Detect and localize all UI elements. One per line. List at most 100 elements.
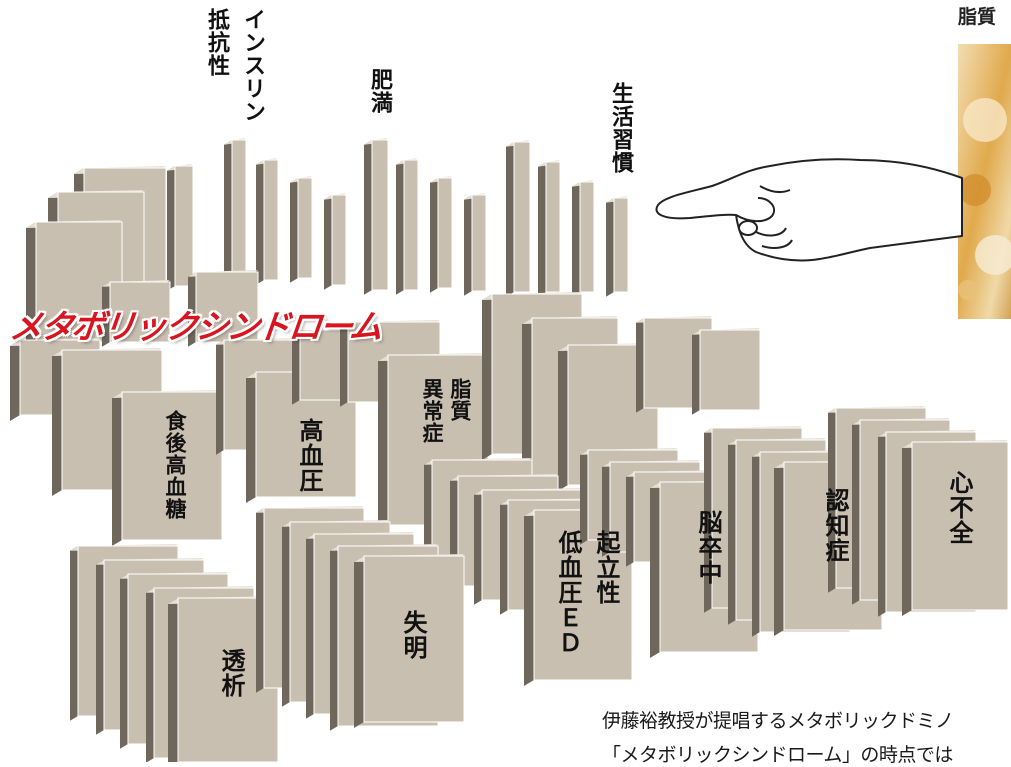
domino-side <box>558 345 568 491</box>
domino-block <box>364 138 389 295</box>
domino-side <box>636 318 644 413</box>
label-dementia: 認知症 <box>821 488 849 563</box>
domino-side <box>482 294 492 460</box>
domino-side <box>52 350 62 496</box>
domino-side <box>324 195 332 290</box>
domino-side <box>852 420 860 605</box>
domino-front <box>545 161 561 293</box>
domino-side <box>330 546 338 731</box>
domino-front <box>297 177 313 279</box>
label-obesity: 肥満 <box>367 68 392 114</box>
domino-side <box>626 472 634 567</box>
domino-side <box>188 272 196 347</box>
domino-side <box>246 372 256 503</box>
domino-block <box>324 193 347 290</box>
domino-side <box>606 198 614 297</box>
domino-front <box>363 555 465 723</box>
label-insulin-resistance-line2: インスリン <box>240 8 265 123</box>
domino-side <box>102 282 110 347</box>
domino-side <box>704 428 712 613</box>
domino-side <box>70 546 78 721</box>
domino-side <box>256 160 264 285</box>
domino-front <box>513 141 531 293</box>
domino-side <box>167 166 175 291</box>
domino-block <box>102 280 171 347</box>
domino-side <box>902 442 912 616</box>
domino-front <box>371 139 389 291</box>
photo-label: 脂質 <box>958 6 997 28</box>
domino-side <box>354 556 364 728</box>
caption-line2: 「メタボリックシンドローム」の時点では <box>602 744 953 766</box>
domino-side <box>340 322 348 407</box>
domino-side <box>224 140 232 295</box>
label-dyslipidemia-line2: 異常症 <box>420 378 444 444</box>
label-dyslipidemia-line1: 脂質 <box>448 378 472 422</box>
domino-side <box>306 534 314 719</box>
domino-block <box>692 328 761 415</box>
domino-block <box>430 176 453 293</box>
domino-side <box>168 598 178 767</box>
domino-side <box>474 490 482 605</box>
label-hypertension: 高血圧 <box>295 418 323 493</box>
food-photo <box>958 44 1011 319</box>
domino-front <box>121 391 223 541</box>
domino-side <box>572 182 580 297</box>
label-dialysis: 透析 <box>217 648 245 698</box>
domino-block <box>396 158 419 295</box>
domino-side <box>500 500 508 615</box>
domino-side <box>216 340 224 455</box>
domino-block <box>506 140 531 297</box>
domino-front <box>699 329 761 411</box>
domino-front <box>437 177 453 289</box>
label-heart-failure: 心不全 <box>945 470 973 545</box>
domino-front <box>613 197 629 293</box>
domino-block <box>606 196 629 297</box>
domino-side <box>464 195 472 296</box>
domino-side <box>378 355 388 531</box>
label-orthostatic-line2: 低血圧ＥＤ <box>554 530 582 655</box>
domino-side <box>146 588 154 763</box>
label-orthostatic-line1: 起立性 <box>592 530 620 605</box>
label-postprandial-hyperglycemia: 食後高血糖 <box>163 410 187 520</box>
domino-side <box>26 222 36 348</box>
domino-side <box>650 482 660 658</box>
domino-side <box>10 340 20 421</box>
domino-side <box>692 330 700 415</box>
domino-front <box>195 271 259 343</box>
domino-side <box>524 510 534 686</box>
domino-block <box>188 270 259 347</box>
domino-front <box>174 165 194 287</box>
domino-side <box>256 508 264 693</box>
domino-side <box>828 408 836 593</box>
domino-side <box>602 462 610 557</box>
domino-block <box>902 440 1009 616</box>
domino-block <box>112 390 223 546</box>
domino-side <box>752 452 760 637</box>
domino-side <box>112 392 122 546</box>
domino-side <box>96 560 104 735</box>
domino-block <box>464 193 487 296</box>
domino-block <box>290 176 313 283</box>
label-lifestyle: 生活習慣 <box>608 82 633 174</box>
domino-side <box>364 140 372 295</box>
domino-side <box>538 162 546 297</box>
domino-front <box>911 441 1009 611</box>
domino-front <box>471 194 487 292</box>
label-stroke: 脳卒中 <box>694 510 722 585</box>
domino-side <box>506 142 514 297</box>
domino-block <box>224 138 247 295</box>
domino-block <box>256 158 279 285</box>
domino-side <box>290 178 298 283</box>
domino-side <box>282 522 290 707</box>
domino-side <box>396 160 404 295</box>
domino-front <box>403 159 419 291</box>
domino-front <box>231 139 247 291</box>
domino-front <box>109 281 171 343</box>
domino-side <box>774 462 784 636</box>
domino-front <box>579 181 595 293</box>
domino-side <box>292 330 300 405</box>
domino-block <box>354 554 465 728</box>
domino-block <box>538 160 561 297</box>
